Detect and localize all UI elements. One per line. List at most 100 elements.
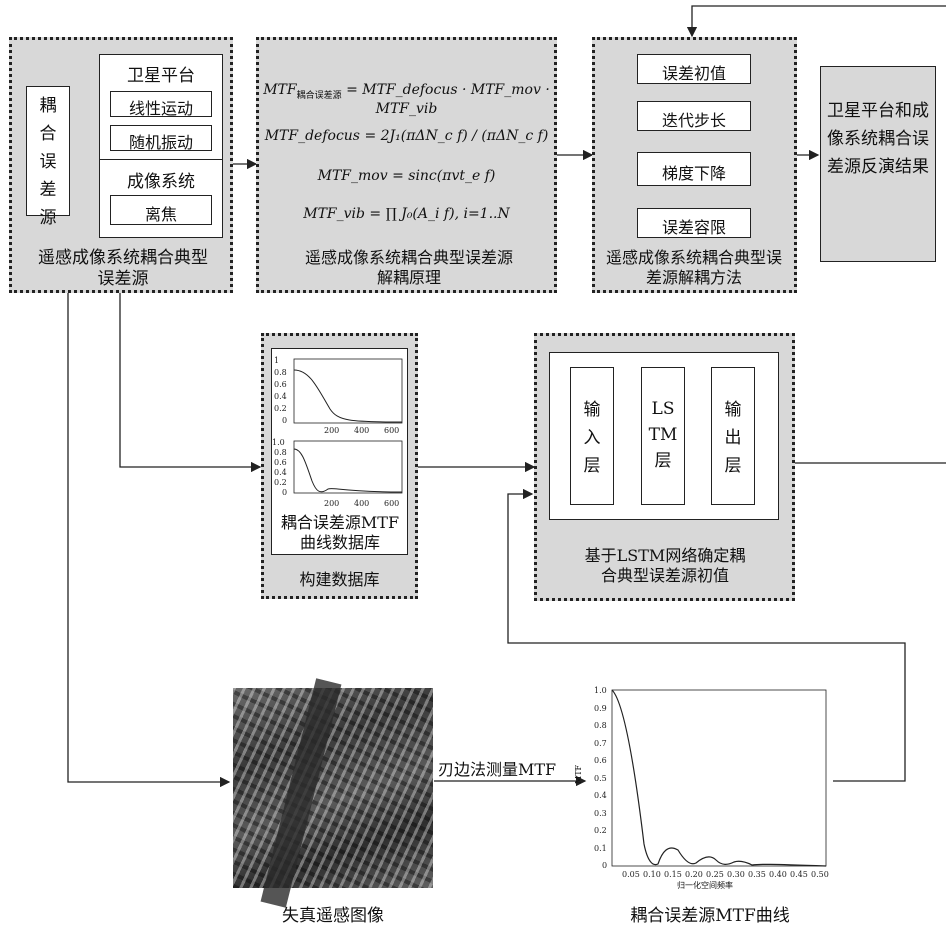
panel2-caption: 遥感成像系统耦合典型误差源解耦原理 [304,248,513,287]
db2-ytick-02: 0.2 [274,478,287,487]
mtf-xtick-020: 0.20 [685,870,703,879]
formula-total-rhs: = MTF_defocus · MTF_mov · MTF_vib [346,82,550,117]
mtf-xtick-015: 0.15 [664,870,682,879]
db2-ytick-0: 0 [282,488,287,497]
lstm-panel: 输入层 LS TM 层 输出层 基于LSTM网络确定耦合典型误差源初值 [534,333,795,601]
db1-xtick-200: 200 [324,426,339,435]
lstm-caption: 基于LSTM网络确定耦合典型误差源初值 [584,546,746,585]
database-chart2-xticks: 200 400 600 [324,499,399,508]
lstm-layer-label-2: TM [648,425,678,445]
formula-vibration: MTF_vib = ∏ J₀(A_i f), i=1..N [303,206,510,222]
mtf-xtick-050: 0.50 [811,870,829,879]
mtf-curve-chart: 1.0 0.9 0.8 0.7 0.6 0.5 0.4 0.3 0.2 0.1 … [594,686,829,879]
db1-xtick-400: 400 [354,426,369,435]
mtf-xtick-045: 0.45 [790,870,808,879]
step-initial-value: 误差初值 [637,54,751,84]
lstm-layer-label-1: LS [651,399,675,419]
curve-caption: 耦合误差源MTF曲线 [630,906,790,926]
mtf-xtick-005: 0.05 [622,870,640,879]
decoupling-method-panel: 误差初值 迭代步长 梯度下降 误差容限 遥感成像系统耦合典型误差源解耦方法 [592,37,797,293]
step-gradient-descent-label: 梯度下降 [661,164,726,183]
error-source-panel: 耦合误差源 卫星平台 线性运动 随机振动 成像系统 离焦 遥感成像系统耦合典型误… [9,37,233,293]
db2-xtick-400: 400 [354,499,369,508]
db2-ytick-10: 1.0 [272,438,285,447]
database-charts: 1 0.8 0.6 0.4 0.2 0 200 400 600 1.0 0.8 … [272,356,403,497]
mtf-ytick-06: 0.6 [594,756,607,765]
source-label: 耦合误差源 [39,96,57,228]
panel1-caption: 遥感成像系统耦合典型误差源 [38,248,208,289]
db1-ytick-1: 1 [274,356,279,365]
defocus-box: 离焦 [110,195,212,225]
step-gradient-descent: 梯度下降 [637,152,751,186]
formula-defocus: MTF_defocus = 2J₁(πΔN_c f) / (πΔN_c f) [264,128,549,144]
mtf-ytick-05: 0.5 [594,774,607,783]
db1-ytick-06: 0.6 [274,380,287,389]
mtf-ytick-07: 0.7 [594,739,607,748]
db2-ytick-04: 0.4 [274,468,287,477]
error-groups-box: 卫星平台 线性运动 随机振动 成像系统 离焦 [99,54,223,238]
linear-motion-label: 线性运动 [128,99,193,118]
database-panel: 1 0.8 0.6 0.4 0.2 0 200 400 600 1.0 0.8 … [261,333,418,599]
decoupling-principle-panel: MTF耦合误差源 = MTF_defocus · MTF_mov · MTF_v… [256,37,557,293]
lstm-layer-box: LS TM 层 [641,367,685,505]
step-tolerance: 误差容限 [637,208,751,238]
panel3-caption: 遥感成像系统耦合典型误差源解耦方法 [605,248,782,287]
mtf-ytick-10: 1.0 [594,686,607,695]
step-iteration-label: 迭代步长 [661,111,726,130]
mtf-ytick-0: 0 [602,861,607,870]
linear-motion-box: 线性运动 [110,91,212,118]
lstm-inner-box: 输入层 LS TM 层 输出层 [549,352,779,520]
mtf-xtick-040: 0.40 [769,870,787,879]
db1-ytick-02: 0.2 [274,404,287,413]
group-divider [100,159,222,160]
lstm-layer-label-3: 层 [654,451,672,471]
mtf-xlabel: 归一化空间频率 [677,881,733,890]
formula-total-lhs: MTF [263,82,297,98]
db2-xtick-600: 600 [384,499,399,508]
db2-ytick-06: 0.6 [274,458,287,467]
formula-total-sub: 耦合误差源 [296,90,342,101]
random-vibration-box: 随机振动 [110,125,212,152]
mtf-ylabel: MTF [574,764,583,784]
satellite-platform-header: 卫星平台 [127,66,195,86]
random-vibration-label: 随机振动 [128,133,193,152]
mtf-xtick-025: 0.25 [706,870,724,879]
distorted-remote-sensing-image [233,678,433,908]
step-tolerance-label: 误差容限 [661,218,726,237]
input-layer-box: 输入层 [570,367,614,505]
db1-ytick-0: 0 [282,416,287,425]
defocus-label: 离焦 [144,205,177,224]
database-inner-caption: 耦合误差源MTF曲线数据库 [280,513,400,552]
formula-motion: MTF_mov = sinc(πvt_e f) [317,168,496,184]
mtf-xtick-035: 0.35 [748,870,766,879]
mtf-ytick-09: 0.9 [594,704,607,713]
imaging-system-header: 成像系统 [127,172,195,192]
formula-total: MTF耦合误差源 = MTF_defocus · MTF_mov · MTF_v… [259,82,554,117]
mtf-ytick-04: 0.4 [594,791,607,800]
image-caption: 失真遥感图像 [282,906,384,926]
mtf-ytick-01: 0.1 [594,844,607,853]
source-box: 耦合误差源 [26,86,70,228]
step-initial-value-label: 误差初值 [661,64,726,83]
mtf-ytick-02: 0.2 [594,826,607,835]
step-iteration: 迭代步长 [637,101,751,131]
database-inner-box: 1 0.8 0.6 0.4 0.2 0 200 400 600 1.0 0.8 … [271,348,408,555]
db1-xtick-600: 600 [384,426,399,435]
db2-ytick-08: 0.8 [274,448,287,457]
edge-method-label: 刃边法测量MTF [438,760,557,779]
output-layer-box: 输出层 [711,367,755,505]
image-road-band [260,678,342,908]
db1-ytick-08: 0.8 [274,368,287,377]
db2-xtick-200: 200 [324,499,339,508]
mtf-ytick-08: 0.8 [594,721,607,730]
db1-ytick-04: 0.4 [274,392,287,401]
output-layer-label: 输出层 [724,400,742,476]
mtf-xtick-010: 0.10 [643,870,661,879]
input-layer-label: 输入层 [583,400,601,476]
mtf-ytick-03: 0.3 [594,809,607,818]
mtf-xtick-030: 0.30 [727,870,745,879]
result-box: 卫星平台和成像系统耦合误差源反演结果 [820,66,936,262]
database-caption: 构建数据库 [299,570,380,589]
result-text: 卫星平台和成像系统耦合误差源反演结果 [827,101,929,177]
